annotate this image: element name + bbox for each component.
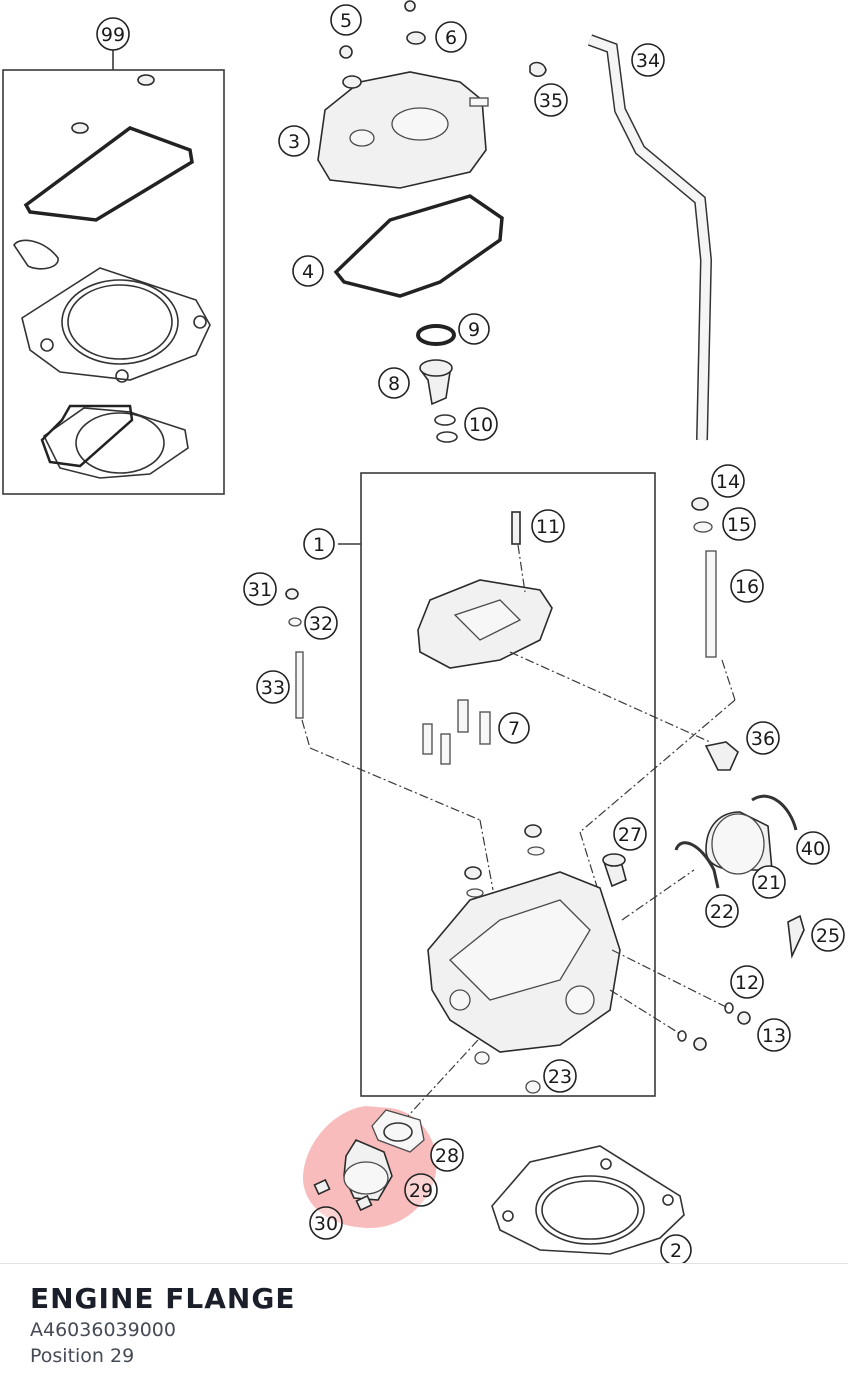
callout-34-label: 34 — [636, 50, 660, 72]
callout-99[interactable]: 99 — [96, 17, 130, 51]
callout-12-label: 12 — [735, 972, 759, 994]
callout-32[interactable]: 32 — [304, 606, 338, 640]
callout-1-label: 1 — [313, 534, 325, 556]
callout-31[interactable]: 31 — [243, 572, 277, 606]
callout-5[interactable]: 5 — [330, 4, 362, 36]
callout-22[interactable]: 22 — [705, 894, 739, 928]
callout-34[interactable]: 34 — [631, 43, 665, 77]
part-number: A46036039000 — [30, 1319, 176, 1341]
callout-30-label: 30 — [314, 1213, 338, 1235]
part-position: Position 29 — [30, 1345, 135, 1367]
callout-28-label: 28 — [435, 1145, 459, 1167]
callout-23[interactable]: 23 — [543, 1059, 577, 1093]
callout-22-label: 22 — [710, 901, 734, 923]
callout-1[interactable]: 1 — [303, 528, 335, 560]
callout-29[interactable]: 29 — [404, 1173, 438, 1207]
callout-2[interactable]: 2 — [660, 1234, 692, 1263]
callout-15-label: 15 — [727, 514, 751, 536]
callout-7[interactable]: 7 — [498, 712, 530, 744]
callout-33[interactable]: 33 — [256, 670, 290, 704]
callout-4-label: 4 — [302, 261, 314, 283]
callout-3-label: 3 — [288, 131, 300, 153]
callout-5-label: 5 — [340, 10, 352, 32]
callout-25-label: 25 — [816, 925, 840, 947]
callout-40-label: 40 — [801, 838, 825, 860]
callout-2-label: 2 — [670, 1240, 682, 1262]
callout-10-label: 10 — [469, 414, 493, 436]
callout-29-label: 29 — [409, 1180, 433, 1202]
callout-25[interactable]: 25 — [811, 918, 845, 952]
callout-7-label: 7 — [508, 718, 520, 740]
callout-3[interactable]: 3 — [278, 125, 310, 157]
callout-23-label: 23 — [548, 1066, 572, 1088]
callout-21-label: 21 — [757, 872, 781, 894]
callout-11[interactable]: 11 — [531, 509, 565, 543]
callout-6[interactable]: 6 — [435, 21, 467, 53]
callout-36[interactable]: 36 — [746, 721, 780, 755]
callout-9[interactable]: 9 — [458, 313, 490, 345]
callout-15[interactable]: 15 — [722, 507, 756, 541]
callout-9-label: 9 — [468, 319, 480, 341]
callout-16-label: 16 — [735, 576, 759, 598]
callout-36-label: 36 — [751, 728, 775, 750]
callout-27-label: 27 — [618, 824, 642, 846]
callout-27[interactable]: 27 — [613, 817, 647, 851]
callout-8-label: 8 — [388, 373, 400, 395]
cylinder-head-frame — [360, 472, 656, 1097]
callout-4[interactable]: 4 — [292, 255, 324, 287]
callout-16[interactable]: 16 — [730, 569, 764, 603]
callout-35-label: 35 — [539, 90, 563, 112]
callout-11-label: 11 — [536, 516, 560, 538]
callout-14-label: 14 — [716, 471, 740, 493]
callout-6-label: 6 — [445, 27, 457, 49]
callout-99-label: 99 — [101, 24, 125, 46]
callout-30[interactable]: 30 — [309, 1206, 343, 1240]
callout-8[interactable]: 8 — [378, 367, 410, 399]
part-name: ENGINE FLANGE — [30, 1282, 296, 1315]
callout-32-label: 32 — [309, 613, 333, 635]
callout-31-label: 31 — [248, 579, 272, 601]
part-info-panel: ENGINE FLANGE A46036039000 Position 29 — [0, 1263, 848, 1391]
callout-28[interactable]: 28 — [430, 1138, 464, 1172]
callout-21[interactable]: 21 — [752, 865, 786, 899]
callout-10[interactable]: 10 — [464, 407, 498, 441]
callout-40[interactable]: 40 — [796, 831, 830, 865]
callout-35[interactable]: 35 — [534, 83, 568, 117]
callout-33-label: 33 — [261, 677, 285, 699]
exploded-parts-diagram: 99 5 6 3 34 35 4 9 8 10 14 15 — [2, 0, 845, 1263]
callout-12[interactable]: 12 — [730, 965, 764, 999]
callout-14[interactable]: 14 — [711, 464, 745, 498]
callout-13-label: 13 — [762, 1025, 786, 1047]
gasket-kit-frame — [2, 69, 225, 495]
callout-13[interactable]: 13 — [757, 1018, 791, 1052]
